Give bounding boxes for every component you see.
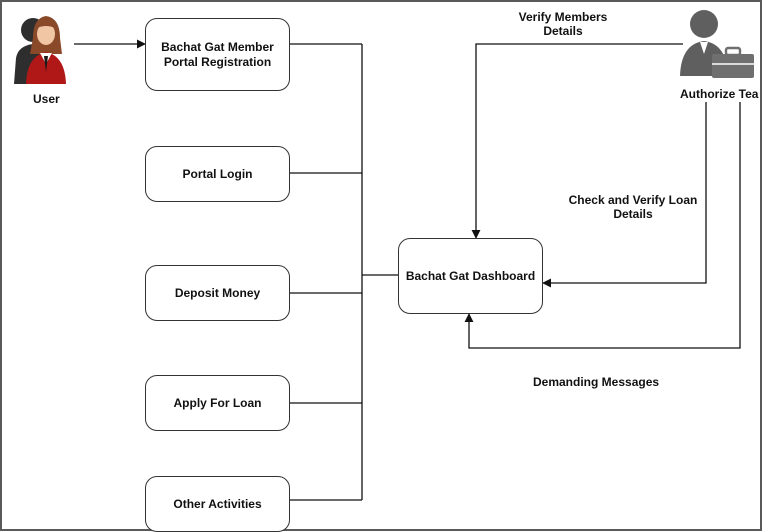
edge-bus-processes	[290, 43, 398, 501]
authorize-team-actor: Authorize Tea	[672, 4, 762, 104]
node-other-activities: Other Activities	[145, 476, 290, 532]
node-apply-for-loan: Apply For Loan	[145, 375, 290, 431]
authorize-team-label: Authorize Tea	[680, 87, 759, 101]
node-deposit-money: Deposit Money	[145, 265, 290, 321]
user-icon	[14, 16, 66, 84]
authorize-team-icon	[680, 10, 754, 78]
node-portal-login: Portal Login	[145, 146, 290, 202]
user-actor: User	[8, 6, 68, 108]
label-verify-members-details: Verify Members Details	[518, 10, 608, 38]
user-label: User	[33, 92, 60, 106]
label-check-verify-loan-details: Check and Verify Loan Details	[568, 193, 698, 221]
edge-demanding-messages	[464, 102, 741, 349]
node-portal-registration: Bachat Gat Member Portal Registration	[145, 18, 290, 91]
node-bachat-gat-dashboard: Bachat Gat Dashboard	[398, 238, 543, 314]
label-demanding-messages: Demanding Messages	[533, 375, 660, 389]
edge-check-loan	[542, 102, 707, 288]
edge-verify-members	[471, 43, 683, 239]
